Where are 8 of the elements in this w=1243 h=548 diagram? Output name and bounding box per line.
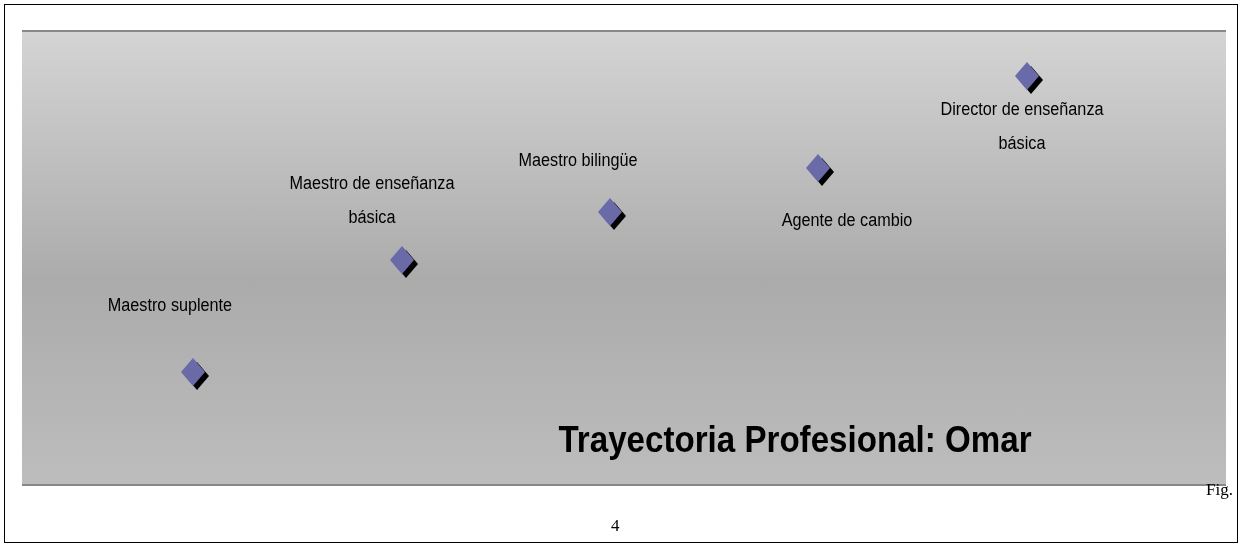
point-label: Maestro bilingüe (517, 149, 639, 172)
point-label: Agente de cambio (780, 209, 914, 232)
figure-label: 4 (611, 516, 620, 536)
figure-label: Fig. (1206, 480, 1233, 500)
point-label: Maestro suplente (106, 294, 234, 317)
point-label: Maestro de enseñanza básica (288, 172, 456, 229)
chart-title: Trayectoria Profesional: Omar (558, 419, 1032, 461)
point-label: Director de enseñanza básica (939, 98, 1105, 155)
